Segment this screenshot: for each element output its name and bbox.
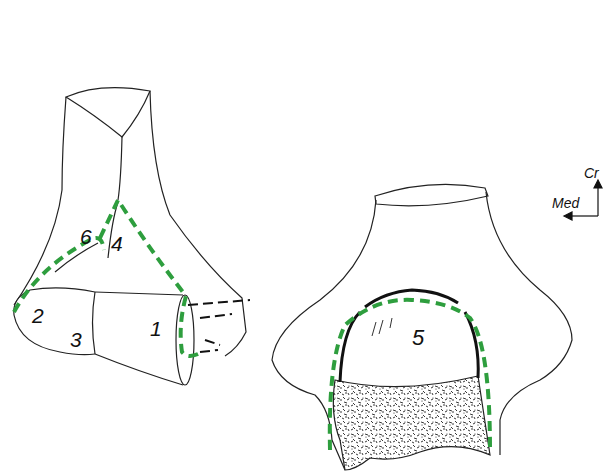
callout-number: 5 <box>412 327 424 349</box>
hatch-marks <box>372 318 392 336</box>
trochlea <box>95 292 183 385</box>
direction-label: Med <box>552 196 579 210</box>
shaft-section <box>375 184 488 205</box>
capitulum <box>14 288 95 355</box>
green-margin-left <box>14 200 202 356</box>
lateral-outline <box>14 97 66 305</box>
line-3 <box>93 292 96 354</box>
direction-label: Cr <box>584 166 599 180</box>
shaft-section <box>66 88 150 137</box>
callout-number: 6 <box>80 226 92 247</box>
callout-number: 3 <box>70 329 82 350</box>
callout-number: 1 <box>150 318 162 339</box>
caudal-view <box>272 184 572 470</box>
callout-number: 2 <box>32 305 44 326</box>
epicondyle-dashed <box>188 300 250 352</box>
callout-number: 4 <box>111 233 123 254</box>
medial-outline <box>150 91 246 356</box>
ridge-line <box>118 137 122 200</box>
olecranon-fossa <box>340 290 478 382</box>
condyle-surface <box>333 376 490 470</box>
cranial-view <box>14 88 246 385</box>
trochlea-end <box>176 295 194 385</box>
green-margin-right <box>330 300 490 450</box>
medial-outline <box>486 192 572 455</box>
